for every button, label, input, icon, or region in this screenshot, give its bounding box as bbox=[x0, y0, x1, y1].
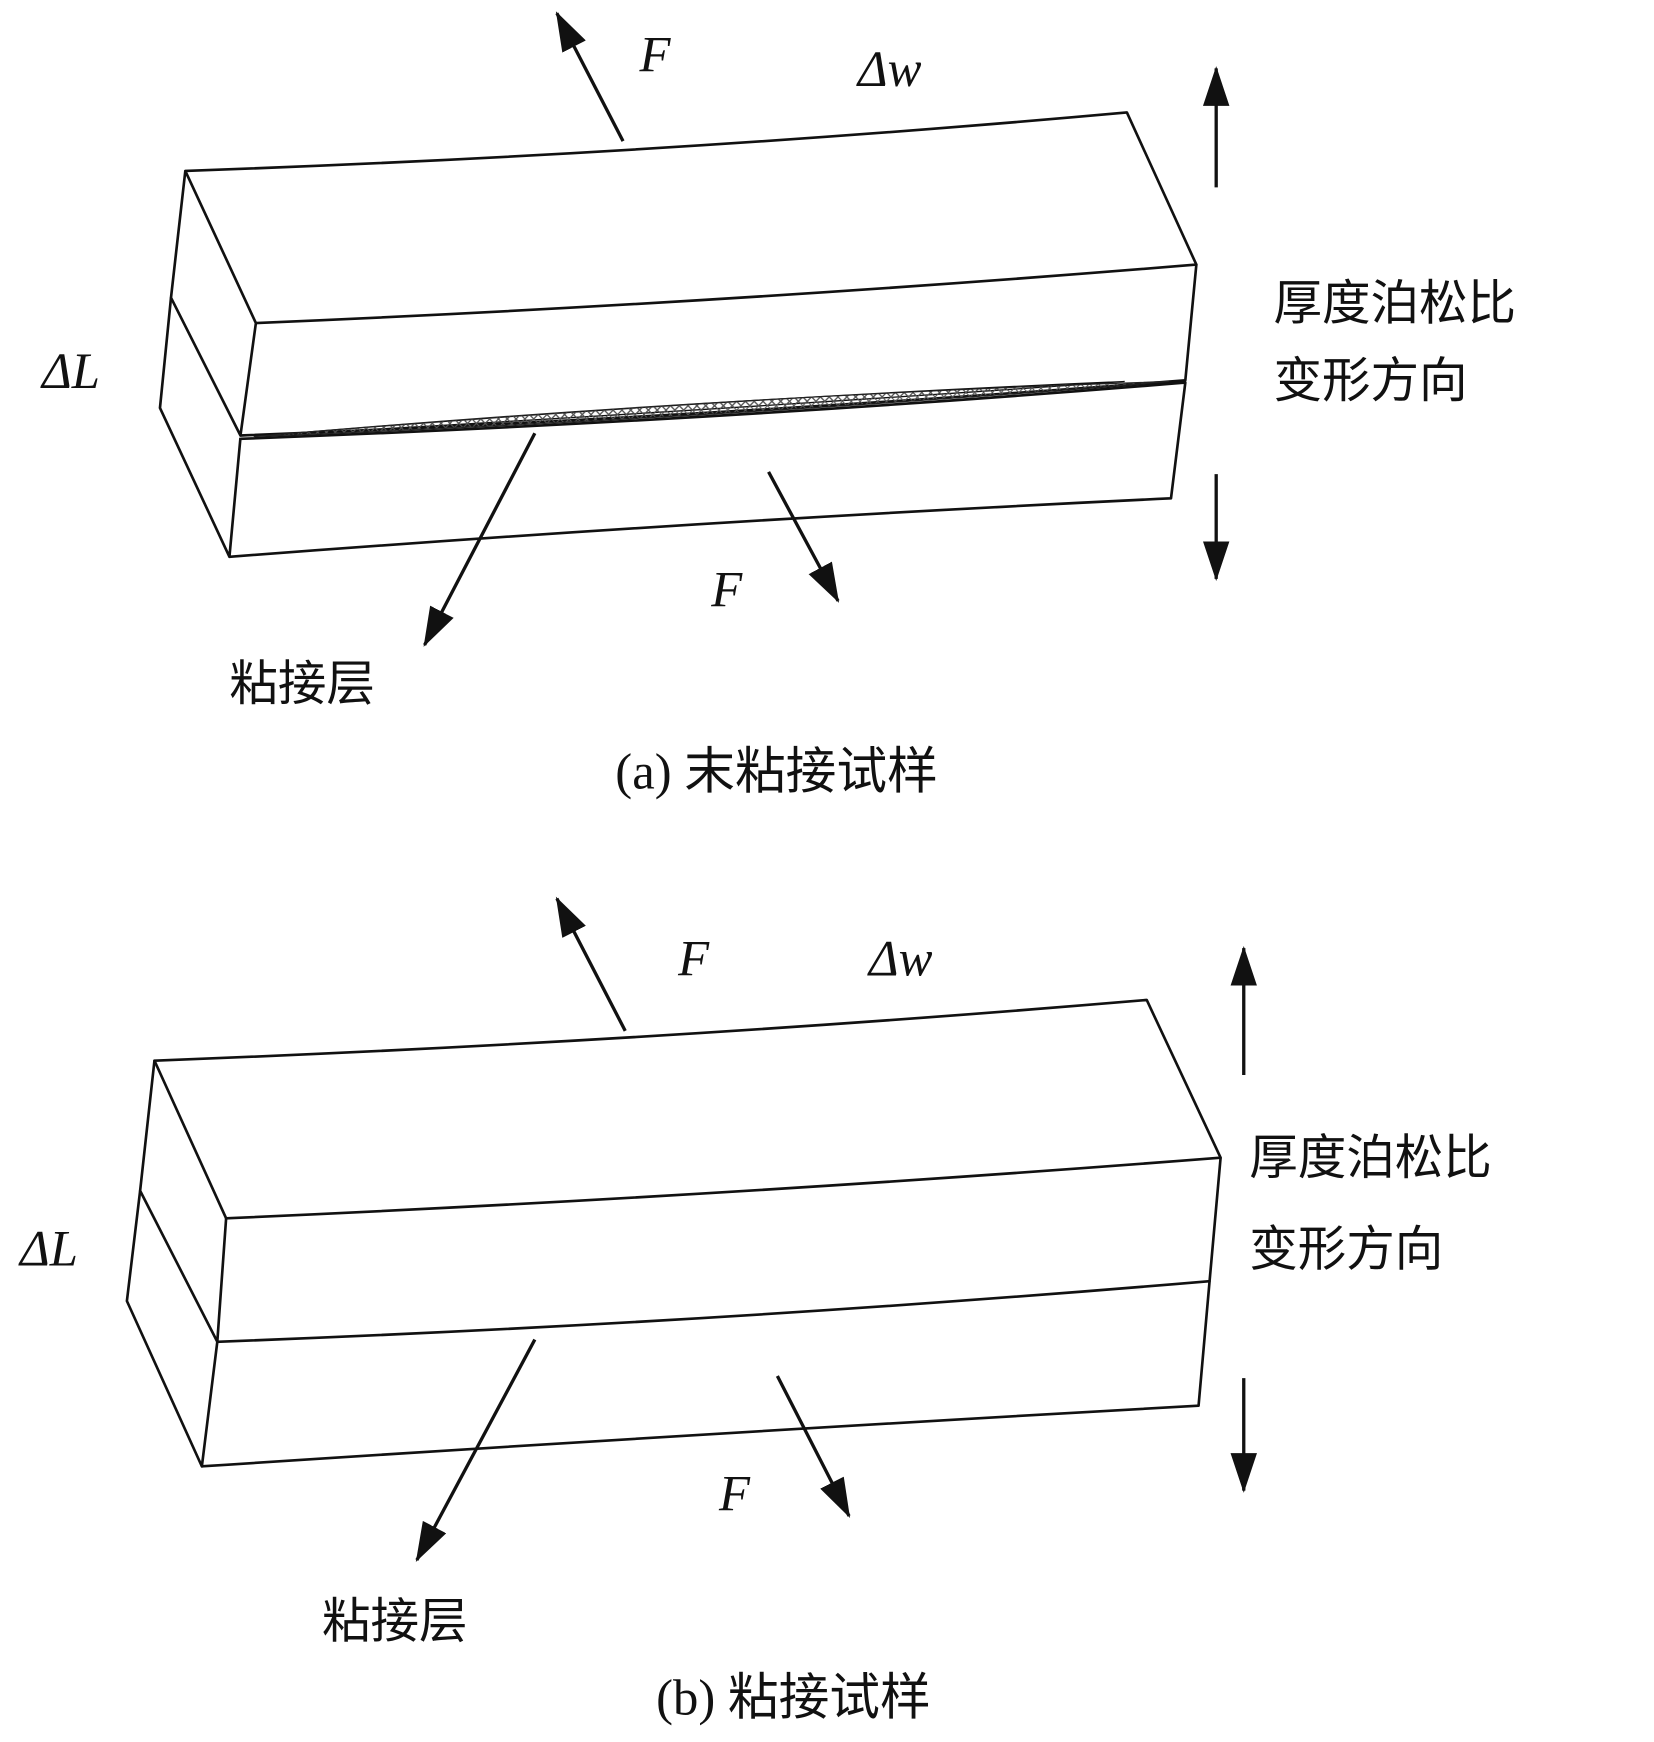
lower-beam bbox=[125, 1190, 1211, 1468]
adhesive-pointer-arrow bbox=[415, 1338, 537, 1563]
lower-beam bbox=[158, 297, 1187, 559]
poisson-label-line2: 变形方向 bbox=[1274, 353, 1468, 409]
delta-l-label: ΔL bbox=[40, 343, 100, 399]
caption-a: (a) 末粘接试样 bbox=[615, 743, 937, 799]
delta-w-label: Δw bbox=[867, 931, 933, 987]
poisson-label-line1: 厚度泊松比 bbox=[1274, 276, 1517, 332]
force-arrow-bottom bbox=[767, 471, 840, 603]
force-arrow-top bbox=[555, 11, 625, 142]
poisson-label-line2: 变形方向 bbox=[1249, 1222, 1443, 1278]
upper-beam bbox=[138, 998, 1222, 1344]
caption-b: (b) 粘接试样 bbox=[656, 1669, 931, 1725]
force-label-bottom: F bbox=[710, 561, 743, 617]
force-arrow-top bbox=[555, 896, 627, 1032]
force-label-top: F bbox=[677, 931, 710, 987]
panel-a-unbonded-specimen: F Δw ΔL F 厚度泊松比 变形方向 粘接层 (a) 末粘接试样 bbox=[40, 11, 1517, 799]
adhesive-layer-label: 粘接层 bbox=[322, 1593, 468, 1649]
force-label-bottom: F bbox=[718, 1465, 751, 1521]
force-label-top: F bbox=[639, 27, 672, 83]
adhesive-gap-hatch-fill bbox=[253, 380, 1169, 438]
adhesive-pointer-arrow bbox=[423, 432, 537, 647]
delta-w-label: Δw bbox=[856, 41, 922, 97]
delta-l-label: ΔL bbox=[18, 1221, 78, 1277]
poisson-label-line1: 厚度泊松比 bbox=[1249, 1130, 1492, 1186]
force-arrow-bottom bbox=[775, 1375, 851, 1518]
adhesive-layer-label: 粘接层 bbox=[229, 656, 375, 712]
panel-b-bonded-specimen: F Δw ΔL F 厚度泊松比 变形方向 粘接层 (b) 粘接试样 bbox=[18, 896, 1492, 1725]
